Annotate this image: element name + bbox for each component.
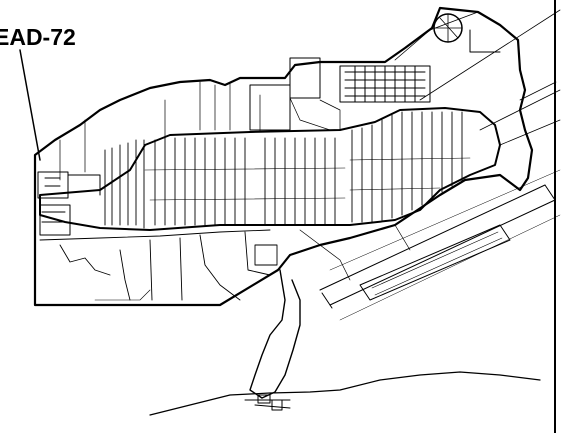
parcel-grid: [104, 111, 471, 229]
ne-roads: [394, 9, 561, 146]
north-cluster: [199, 57, 431, 131]
south-area: [39, 229, 278, 301]
callout-label: EAD-72: [0, 24, 76, 50]
central-district: [39, 107, 501, 231]
outlet-channel: [249, 269, 301, 399]
shoreline: [149, 371, 541, 416]
site-boundary: [33, 6, 534, 307]
outlet-structures: [244, 394, 291, 411]
callout-leader: [19, 49, 41, 161]
internal-roads: [59, 94, 411, 281]
round-structure: [433, 13, 501, 53]
frame-border-right: [554, 0, 556, 433]
airfield-strips: [319, 169, 561, 321]
west-facility: [37, 171, 101, 236]
